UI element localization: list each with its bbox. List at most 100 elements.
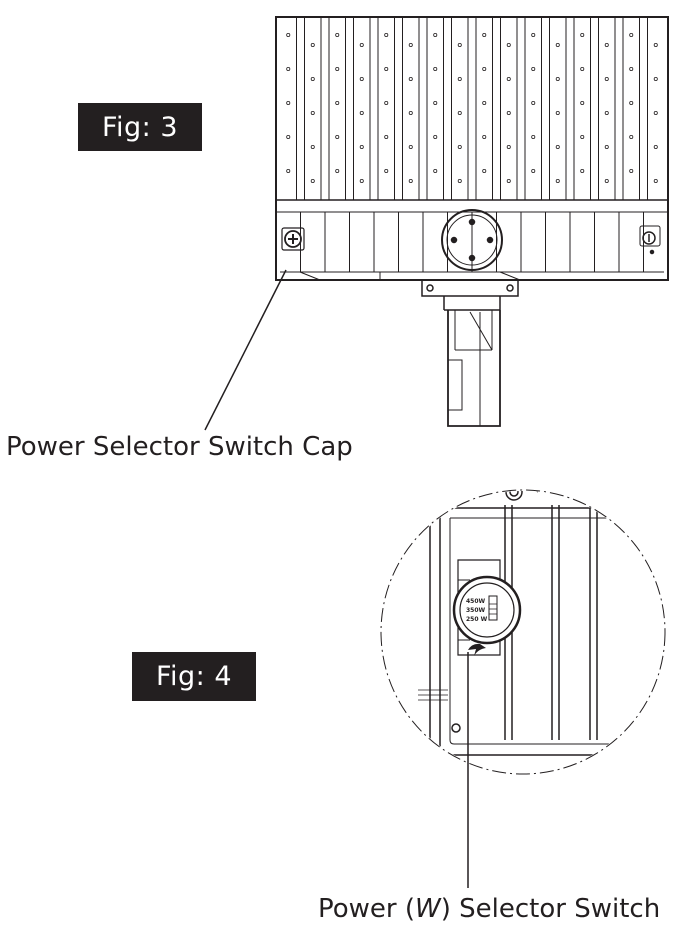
rivet [531, 134, 536, 139]
switch-setting-450w: 450W [466, 598, 486, 605]
selector-switch-callout: Power (W) Selector Switch [318, 894, 660, 924]
mount-plate [441, 209, 503, 271]
rivet [335, 67, 340, 72]
rivet [482, 168, 487, 173]
rivet [629, 134, 634, 139]
rivet [580, 168, 585, 173]
rivet [310, 43, 315, 48]
rivet [433, 33, 438, 38]
fin-line [516, 17, 526, 272]
mounting-arm [421, 280, 519, 427]
switch-cap-icon [281, 227, 305, 251]
rivet [457, 111, 462, 116]
rivet [408, 77, 413, 82]
side-knob-icon [639, 225, 661, 255]
rivet [286, 134, 291, 139]
fin-line [394, 17, 403, 272]
rivet [629, 168, 634, 173]
switch-setting-250w: 250 W [466, 616, 488, 623]
fig3-label-text: Fig: 3 [101, 111, 179, 143]
rivet [629, 33, 634, 38]
rivet [408, 178, 413, 183]
rivet [359, 111, 364, 116]
rivet [653, 77, 658, 82]
switch-cap-callout: Power Selector Switch Cap [6, 432, 353, 462]
fin-line [565, 17, 575, 272]
callout-suffix: ) Selector Switch [440, 894, 661, 924]
fin-line [541, 17, 550, 272]
rivet [653, 178, 658, 183]
rivet [310, 144, 315, 149]
fin-line [369, 17, 379, 272]
rivet [433, 67, 438, 72]
rivet [457, 178, 462, 183]
rivet [506, 111, 511, 116]
fin-line [296, 17, 305, 272]
rivet [555, 111, 560, 116]
rivet [604, 111, 609, 116]
rivet [335, 33, 340, 38]
rivet [482, 134, 487, 139]
rivet [531, 67, 536, 72]
fin-line [590, 17, 599, 272]
rivet [604, 144, 609, 149]
rivet [359, 43, 364, 48]
rivet [335, 134, 340, 139]
rivet [506, 43, 511, 48]
rivet [433, 168, 438, 173]
switch-setting-350w: 350W [466, 607, 486, 614]
rivet [580, 101, 585, 106]
rivet [506, 178, 511, 183]
detail-fig4: 450W 350W 250 W [380, 489, 666, 888]
rivet [604, 43, 609, 48]
rivet [457, 43, 462, 48]
rivet [653, 111, 658, 116]
rivet [580, 33, 585, 38]
rivet [531, 168, 536, 173]
magnifier-circle [380, 489, 666, 775]
fig3-label: Fig: 3 [78, 103, 202, 151]
rivet [408, 144, 413, 149]
rivet [286, 101, 291, 106]
rivet [384, 134, 389, 139]
fin-line [345, 17, 354, 272]
rivet [359, 178, 364, 183]
rivet [384, 33, 389, 38]
rivet [653, 144, 658, 149]
fig4-label: Fig: 4 [132, 652, 256, 701]
rivet [384, 168, 389, 173]
rivet [408, 111, 413, 116]
rivet [286, 67, 291, 72]
rivet [506, 144, 511, 149]
fin-line [614, 17, 624, 272]
rivet [310, 178, 315, 183]
rivet [359, 144, 364, 149]
rivet [482, 101, 487, 106]
power-selector-switch [452, 575, 522, 645]
rivet [629, 101, 634, 106]
rivet [433, 101, 438, 106]
rivet [286, 33, 291, 38]
rivet [286, 168, 291, 173]
rivet [629, 67, 634, 72]
fin-rivets [286, 33, 658, 183]
rivet [384, 67, 389, 72]
fixture-fig3 [204, 16, 669, 431]
rivet [482, 33, 487, 38]
fin-line [320, 17, 330, 272]
fin-line [418, 17, 428, 272]
rivet [555, 43, 560, 48]
rivet [580, 67, 585, 72]
rivet [555, 77, 560, 82]
fin-line [467, 17, 477, 272]
rivet [604, 77, 609, 82]
callout-unit: W [415, 894, 441, 924]
rivet [555, 178, 560, 183]
arrow-icon [468, 643, 486, 656]
rivet [359, 77, 364, 82]
heat-sink-fins [296, 17, 648, 272]
rivet [555, 144, 560, 149]
callout-leader-fig3 [204, 269, 287, 431]
rivet [335, 101, 340, 106]
